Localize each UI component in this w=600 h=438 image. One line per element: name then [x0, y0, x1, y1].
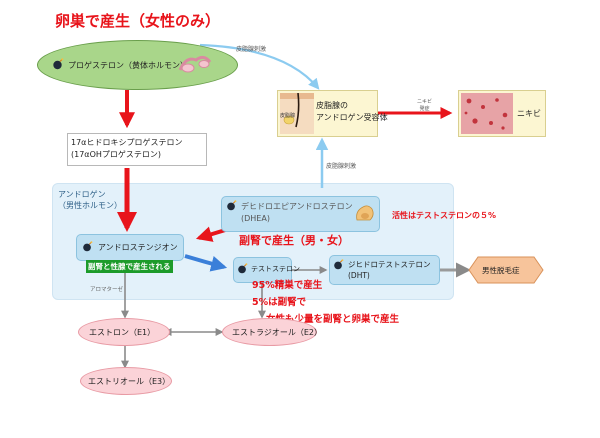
testo-note-1: 95%精巣で産生	[252, 280, 323, 291]
testosterone-label: テストステロン	[251, 265, 300, 273]
estriol-label: エストリオール（E3）	[88, 377, 171, 386]
activity-note: 活性はテストステロンの５%	[392, 211, 497, 220]
testo-note-2: 5%は副腎で	[252, 297, 307, 308]
receptor-label: 皮脂腺の アンドロゲン受容体	[316, 101, 388, 122]
bomb-icon	[334, 259, 344, 270]
hydroxyprogesterone-node[interactable]	[67, 133, 207, 166]
dht-label: ジヒドロテストステロン (DHT)	[348, 260, 431, 280]
estrone-node[interactable]	[78, 318, 170, 346]
skin-icon	[280, 93, 314, 134]
estradiol-node[interactable]	[222, 318, 317, 346]
ovary-illustration	[178, 55, 212, 73]
dht-node[interactable]	[329, 255, 440, 285]
bomb-icon	[227, 200, 237, 211]
testosterone-node[interactable]	[233, 257, 292, 283]
androstenedione-label: アンドロステンジオン	[98, 243, 178, 252]
adrenal-illustration	[356, 205, 374, 221]
testo-note-3: 女性も少量を副腎と卵巣で産生	[266, 314, 400, 325]
sebum-stimulus-mid-label: 皮脂腺刺激	[326, 163, 357, 170]
androstenedione-node[interactable]	[76, 234, 184, 261]
arrow-progesterone-receptor	[199, 43, 320, 90]
aromatase-label: アロマターゼ	[90, 287, 124, 293]
progesterone-label: プロゲステロン（黄体ホルモン）	[68, 61, 188, 70]
dhea-label: デヒドロエピアンドロステロン (DHEA)	[241, 202, 353, 223]
sebum-stimulus-top-label: 皮脂腺刺激	[236, 46, 267, 53]
ovary-title: 卵巣で産生（女性のみ）	[55, 12, 221, 30]
acne-skin-image	[461, 93, 513, 134]
bomb-icon	[83, 241, 93, 252]
adrenal-both-note: 副腎で産生（男・女）	[239, 234, 349, 247]
arrow-androstenedione-testosterone	[184, 254, 228, 272]
estriol-node[interactable]	[80, 367, 172, 395]
sebaceous-gland-label: 皮脂腺	[280, 113, 296, 119]
estrone-label: エストロン（E1）	[89, 328, 156, 337]
androgen-group-label: アンドロゲン （男性ホルモン）	[58, 190, 122, 210]
bomb-icon	[238, 263, 248, 274]
hair-loss-node[interactable]	[468, 256, 544, 284]
adrenal-gonad-note: 副腎と性腺で産生される	[86, 260, 173, 273]
acne-label: ニキビ	[517, 109, 541, 118]
hydroxyprogesterone-label: 17αヒドロキシプロゲステロン (17αOHプロゲステロン)	[71, 138, 183, 159]
estradiol-label: エストラジオール（E2）	[232, 328, 322, 337]
dhea-node[interactable]	[221, 196, 380, 232]
acne-onset-label: ニキビ 発症	[417, 99, 433, 112]
bomb-icon	[53, 58, 64, 70]
hair-loss-label: 男性脱毛症	[482, 266, 520, 275]
